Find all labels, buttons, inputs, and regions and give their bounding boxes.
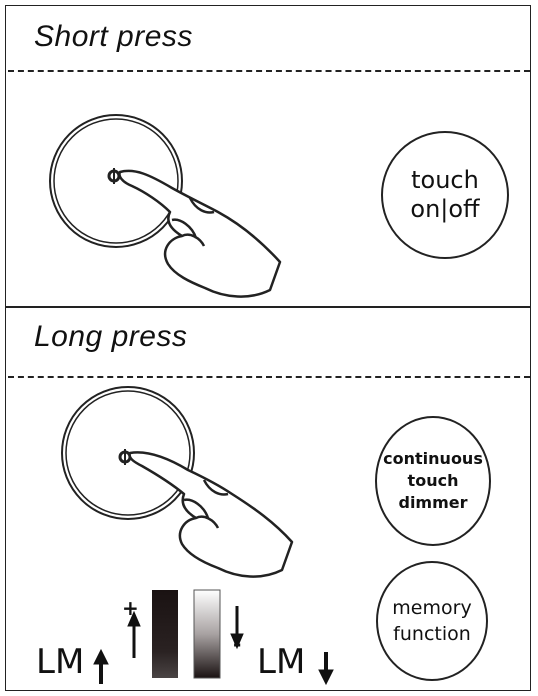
lm-down-arrow-icon	[318, 652, 334, 686]
dashed-divider	[8, 376, 530, 378]
continuous-dimmer-badge: continuous touch dimmer	[375, 416, 491, 546]
dimmer-button-circle	[61, 386, 195, 520]
touch-on-off-label: touch on|off	[410, 166, 480, 223]
gradient-bar-light	[193, 589, 221, 679]
touch-point-icon	[118, 449, 132, 465]
plus-sign: +	[122, 596, 139, 620]
touch-on-off-badge: touch on|off	[381, 131, 509, 259]
lm-down-label: LM	[257, 642, 306, 682]
arrow-down-icon	[230, 606, 244, 650]
dashed-divider	[8, 70, 530, 72]
gradient-bar-dark	[152, 590, 178, 678]
long-press-heading: Long press	[34, 320, 188, 353]
short-press-panel	[5, 5, 531, 307]
lm-up-label: LM	[36, 642, 85, 682]
memory-function-label: memory function	[392, 597, 472, 645]
long-press-panel	[5, 307, 531, 691]
arrow-up-icon	[127, 610, 141, 658]
continuous-dimmer-label: continuous touch dimmer	[383, 449, 483, 512]
hand-pointer-icon	[118, 169, 282, 298]
memory-function-badge: memory function	[376, 561, 488, 681]
short-press-heading: Short press	[34, 20, 193, 53]
minus-sign: -	[233, 632, 242, 656]
touch-button-circle	[49, 114, 183, 248]
touch-point-icon	[107, 168, 121, 184]
hand-pointer-icon	[128, 451, 294, 578]
lm-up-arrow-icon	[93, 648, 109, 684]
